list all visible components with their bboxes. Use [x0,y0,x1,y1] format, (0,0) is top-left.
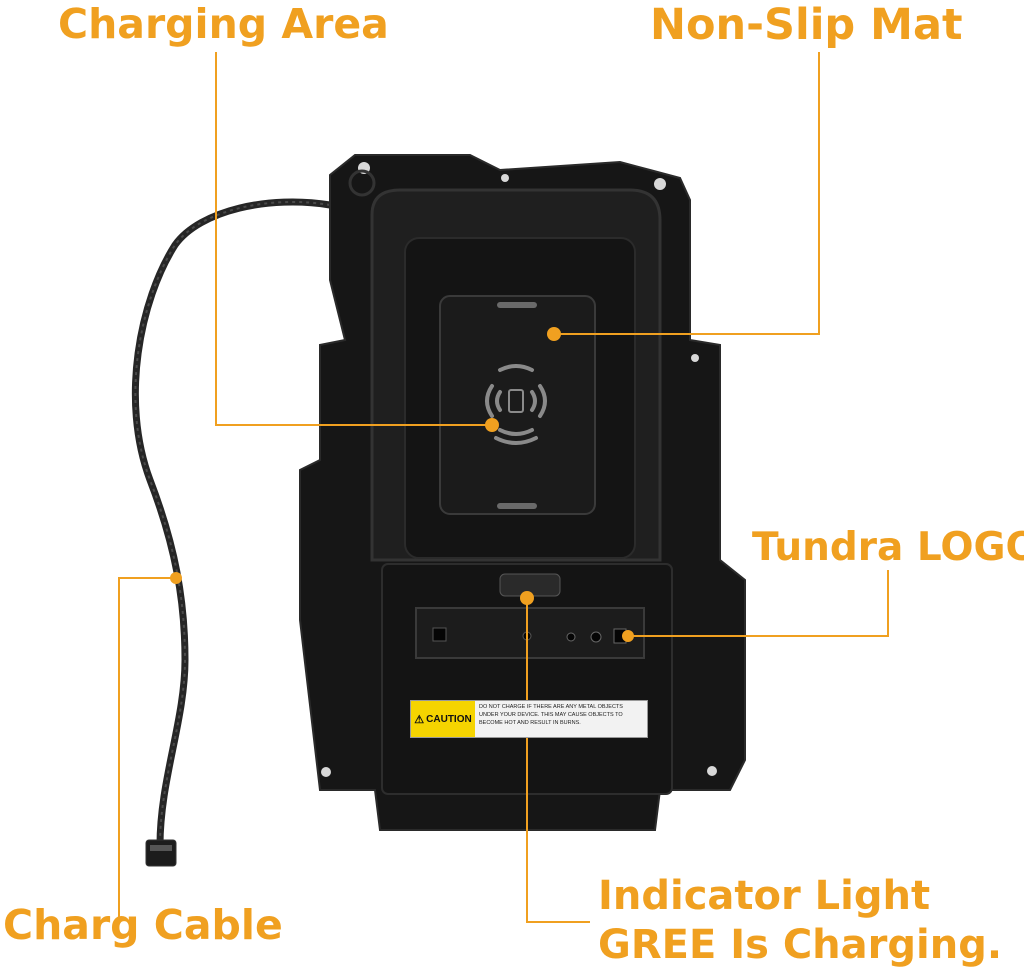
callout-charging-area: Charging Area [58,0,389,48]
charging-cable-texture [134,200,331,846]
wireless-charging-icon [485,364,547,445]
indicator-light-dot [520,591,534,605]
caution-line-3: BECOME HOT AND RESULT IN BURNS. [479,720,581,726]
caution-heading: CAUTION [426,713,472,725]
warning-triangle-icon: ⚠ [414,713,425,726]
caution-line-1: DO NOT CHARGE IF THERE ARE ANY METAL OBJ… [479,704,623,710]
caution-heading-box: ⚠ CAUTION [411,701,475,737]
callout-tundra-logo: Tundra LOGO [752,525,1024,570]
callout-gree-is-charging: GREE Is Charging. [598,922,1003,968]
cable-connector [145,839,177,867]
callout-non-slip-mat: Non-Slip Mat [650,0,963,50]
callout-indicator-light: Indicator Light [598,873,931,919]
callout-charg-cable: Charg Cable [3,901,283,949]
tundra-logo-dot [622,630,634,642]
charging-pad [439,295,596,515]
caution-line-2: UNDER YOUR DEVICE. THIS MAY CAUSE OBJECT… [479,712,623,718]
cable-dot [170,572,182,584]
caution-sticker: ⚠ CAUTION DO NOT CHARGE IF THERE ARE ANY… [410,700,648,738]
charging-area-dot [485,418,499,432]
non-slip-mat-dot [547,327,561,341]
